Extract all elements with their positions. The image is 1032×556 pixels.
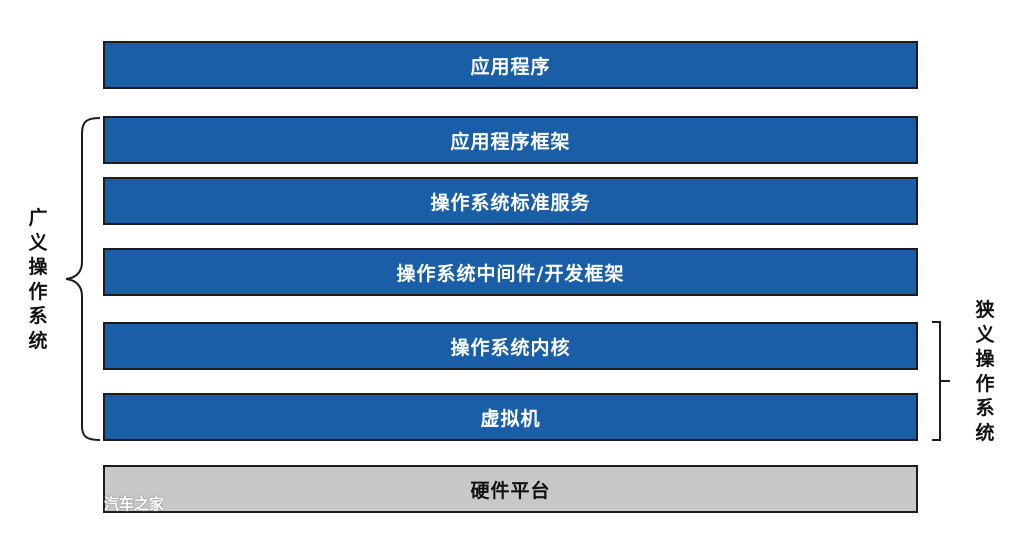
- layer-app: 应用程序: [103, 41, 918, 89]
- layer-os-standard-service: 操作系统标准服务: [103, 177, 918, 225]
- narrow-os-label: 狭义操作系统: [975, 299, 995, 444]
- broad-os-label: 广义操作系统: [28, 207, 48, 352]
- right-square-bracket: [932, 321, 950, 441]
- left-curly-brace: [65, 117, 101, 441]
- watermark: 汽车之家: [104, 495, 165, 513]
- layer-virtual-machine: 虚拟机: [103, 393, 918, 441]
- layer-hardware-platform: 硬件平台: [103, 465, 918, 513]
- layer-app-framework: 应用程序框架: [103, 116, 918, 164]
- layer-os-middleware: 操作系统中间件/开发框架: [103, 248, 918, 296]
- layer-os-kernel: 操作系统内核: [103, 322, 918, 370]
